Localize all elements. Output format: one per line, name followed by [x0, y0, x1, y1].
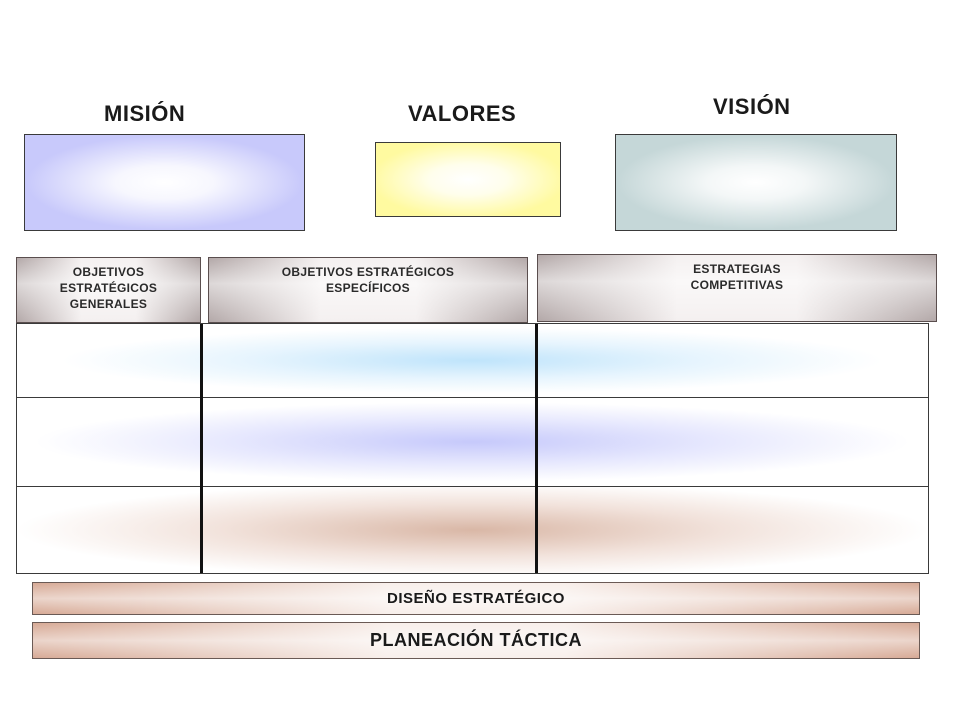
valores-box — [375, 142, 561, 217]
grid-row-1 — [17, 324, 928, 398]
grid-row-2 — [17, 398, 928, 487]
header-estrategias-line-1: ESTRATEGIAS — [693, 262, 781, 276]
header-objetivos-especificos-line-2: ESPECÍFICOS — [326, 281, 410, 295]
mision-heading: MISIÓN — [104, 101, 186, 126]
header-objetivos-generales: OBJETIVOS ESTRATÉGICOS GENERALES — [16, 257, 201, 323]
grid-divider-2 — [535, 324, 538, 573]
valores-heading: VALORES — [408, 101, 517, 126]
header-estrategias-line-2: COMPETITIVAS — [690, 278, 784, 292]
vision-heading: VISIÓN — [713, 94, 791, 119]
header-objetivos-generales-line-1: OBJETIVOS — [72, 265, 145, 279]
header-objetivos-especificos-line-1: OBJETIVOS ESTRATÉGICOS — [281, 265, 455, 279]
vision-box — [615, 134, 897, 231]
header-objetivos-generales-line-2: ESTRATÉGICOS — [59, 281, 158, 295]
header-objetivos-especificos: OBJETIVOS ESTRATÉGICOS ESPECÍFICOS — [208, 257, 528, 323]
grid-row-3 — [17, 487, 928, 573]
header-estrategias-competitivas: ESTRATEGIAS COMPETITIVAS — [537, 254, 937, 322]
strategy-grid — [16, 323, 929, 574]
planeacion-tactica-bar: PLANEACIÓN TÁCTICA — [32, 622, 920, 659]
header-objetivos-generales-line-3: GENERALES — [69, 297, 148, 311]
diseno-estrategico-bar: DISEÑO ESTRATÉGICO — [32, 582, 920, 615]
grid-divider-1 — [200, 324, 203, 573]
mision-box — [24, 134, 305, 231]
